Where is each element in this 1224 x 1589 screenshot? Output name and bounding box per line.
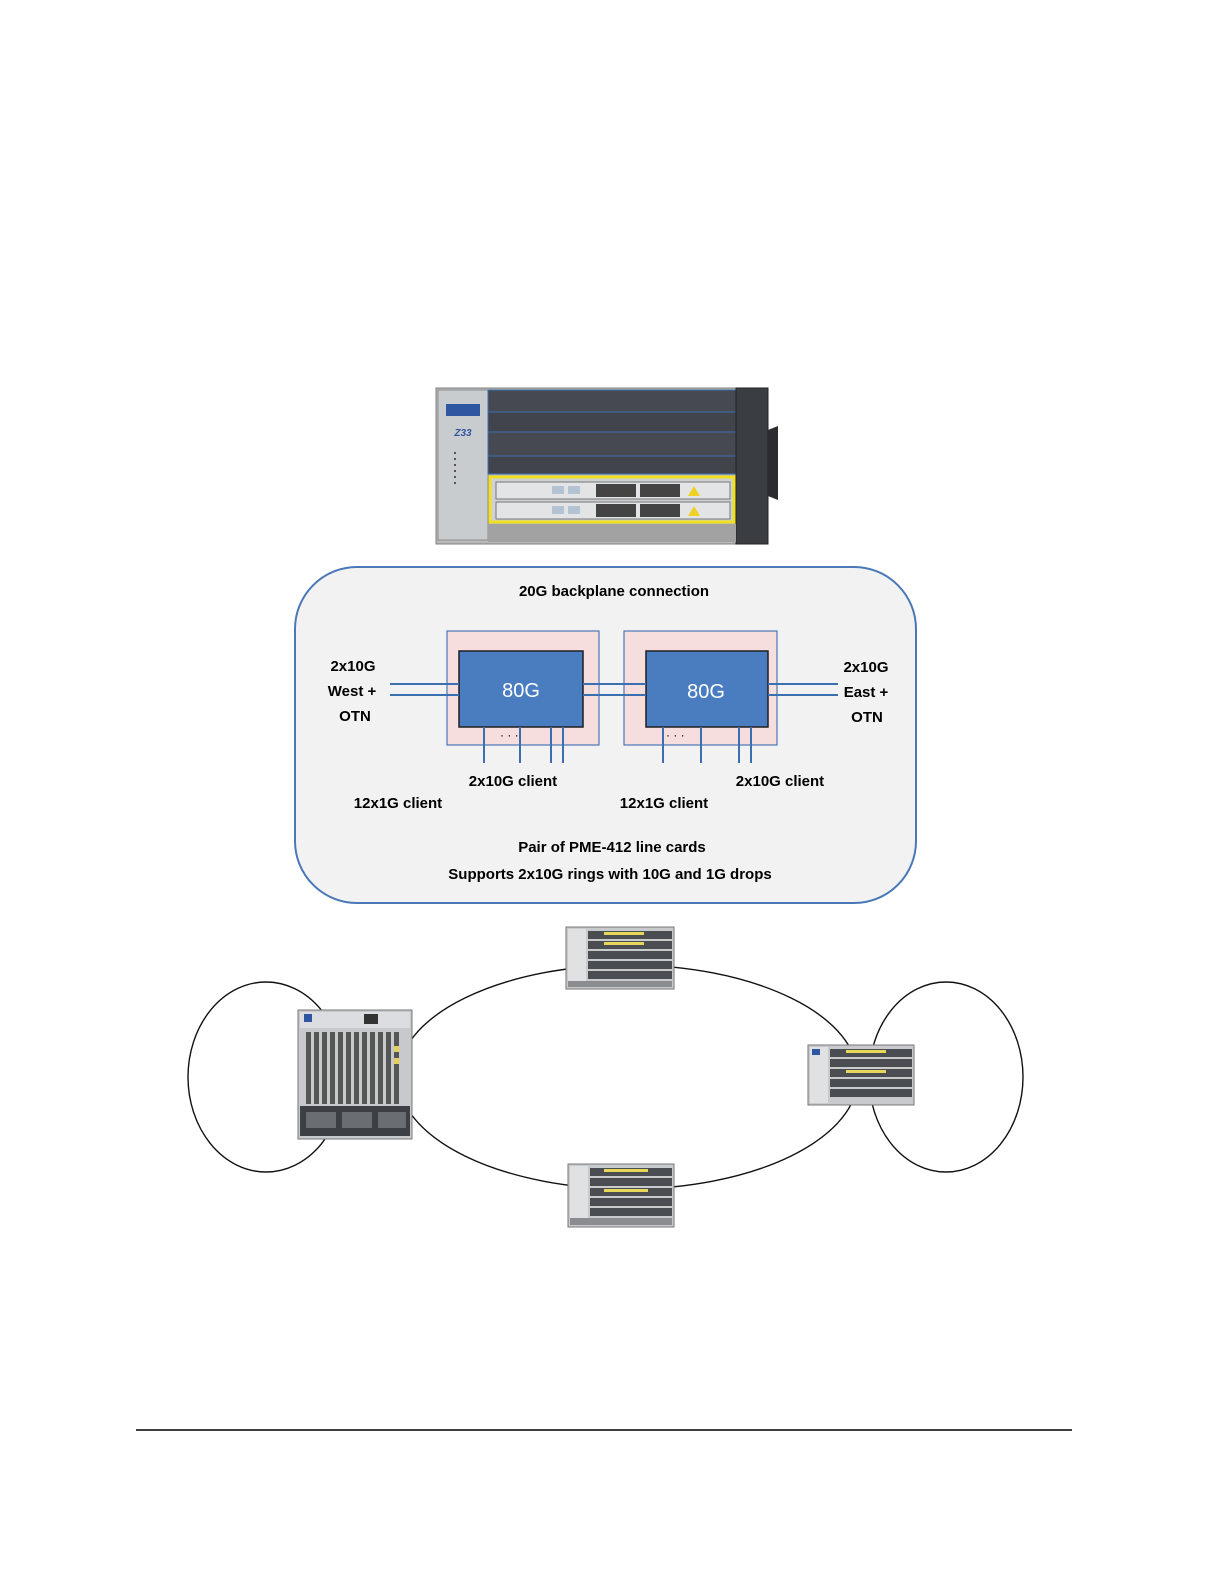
right-card-label: 80G (687, 681, 725, 703)
west-line-3: OTN (339, 708, 371, 725)
panel-title: 20G backplane connection (519, 583, 709, 600)
caption-line-2: Supports 2x10G rings with 10G and 1G dro… (448, 866, 771, 883)
east-line-2: East + (844, 684, 889, 701)
chassis-model-label: Z33 (453, 428, 472, 439)
left-card-label: 80G (502, 680, 540, 702)
large-chassis-node (298, 1010, 412, 1139)
right-10g-client-label: 2x10G client (736, 773, 824, 790)
right-1g-client-label: 12x1G client (620, 795, 708, 812)
bottom-chassis-node (568, 1164, 674, 1227)
right-ellipsis: · · · (666, 728, 685, 742)
chassis-logo (446, 404, 480, 416)
line-card-2 (496, 502, 730, 519)
chassis-slot (488, 390, 736, 412)
left-1g-client-label: 12x1G client (354, 795, 442, 812)
line-card-panel: 20G backplane connection 80G 80G (295, 567, 916, 903)
west-line-1: 2x10G (330, 658, 375, 675)
left-ellipsis: · · · (500, 728, 519, 742)
main-ring (398, 965, 858, 1189)
chassis-slot (488, 432, 736, 456)
left-10g-client-label: 2x10G client (469, 773, 557, 790)
chassis-image: Z33 (436, 388, 778, 544)
chassis-slot (488, 412, 736, 432)
top-chassis-node (566, 927, 674, 989)
west-line-2: West + (328, 683, 377, 700)
east-line-3: OTN (851, 709, 883, 726)
chassis-slot (488, 456, 736, 474)
chassis-fan-tray (736, 388, 768, 544)
caption-line-1: Pair of PME-412 line cards (518, 839, 706, 856)
right-chassis-node (808, 1045, 914, 1105)
east-line-1: 2x10G (843, 659, 888, 676)
line-card-1 (496, 482, 730, 499)
